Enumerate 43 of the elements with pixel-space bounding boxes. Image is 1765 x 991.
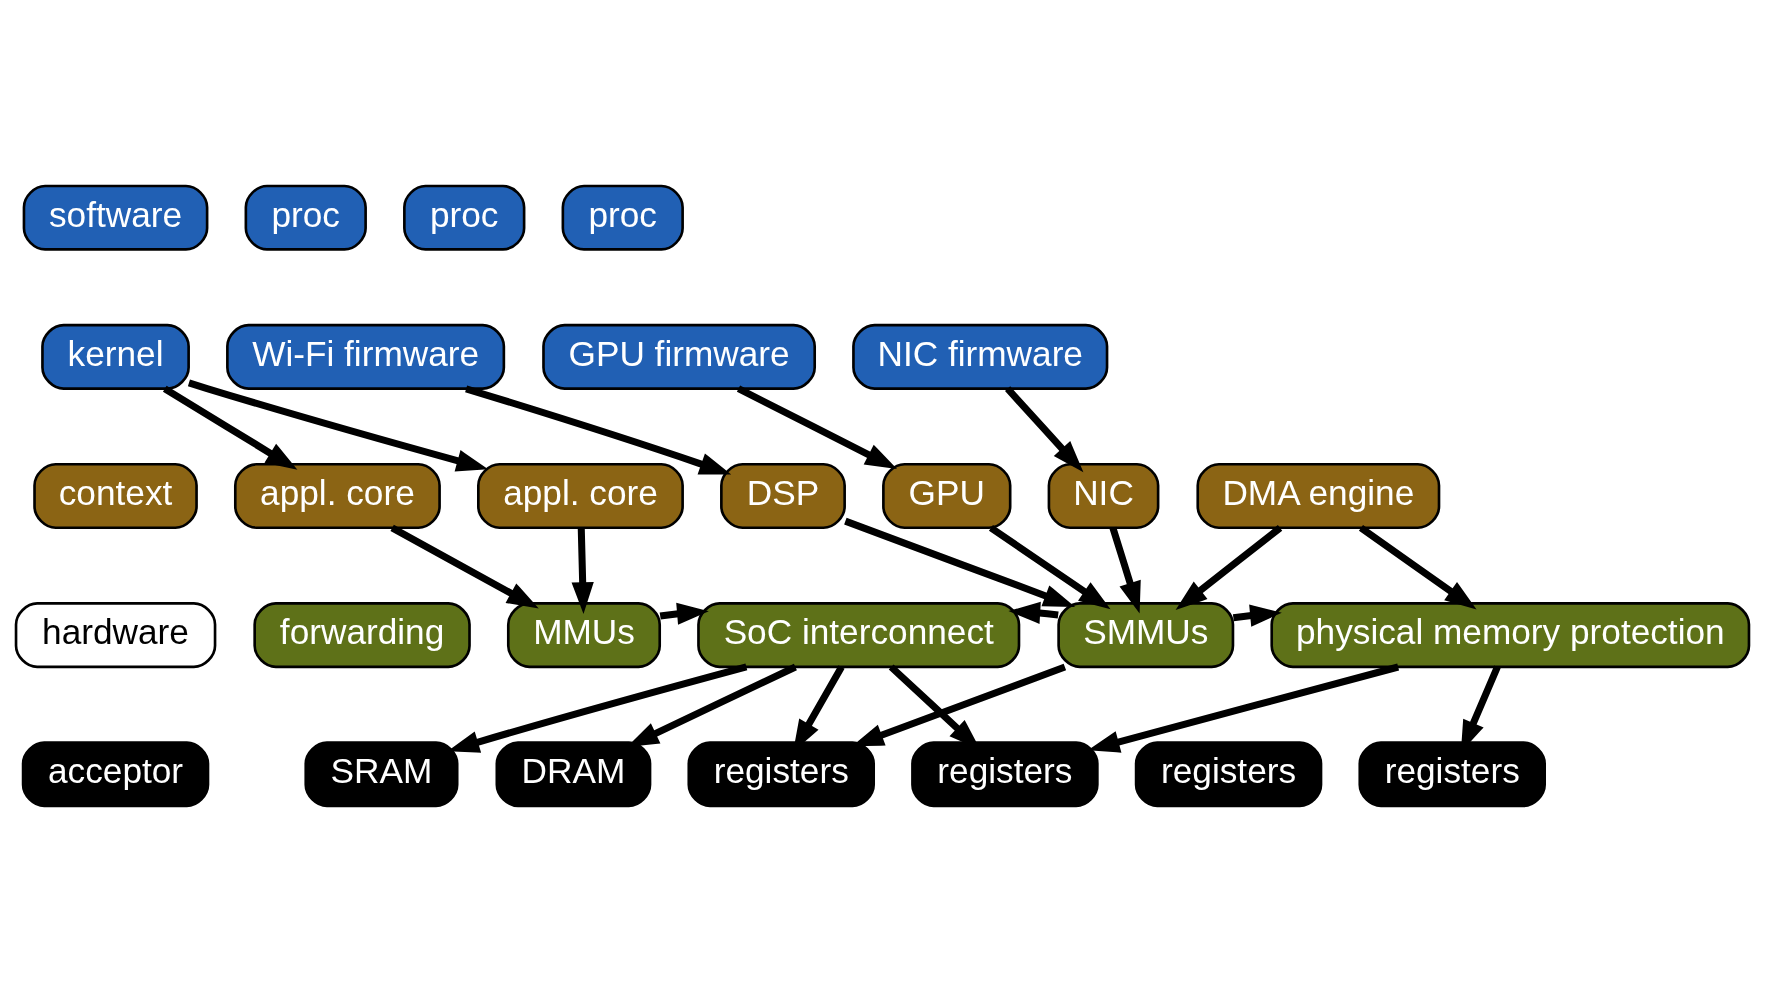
- node-box: forwarding: [253, 601, 471, 668]
- arrow: [162, 385, 298, 470]
- node-box: proc: [244, 184, 367, 251]
- node-box: SMMUs: [1057, 601, 1235, 668]
- node-box: proc: [403, 184, 526, 251]
- arrow: [571, 527, 594, 614]
- node-box: acceptor: [21, 740, 210, 807]
- node-box: DMA engine: [1196, 462, 1441, 529]
- node-box: DRAM: [495, 740, 652, 807]
- node-box: SRAM: [304, 740, 459, 807]
- node-box: kernel: [41, 323, 190, 390]
- node-box: DSP: [720, 462, 846, 529]
- node-box: appl. core: [233, 462, 441, 529]
- arrow: [844, 517, 1076, 607]
- arrow: [1232, 604, 1282, 627]
- node-box: software: [22, 184, 209, 251]
- arrow: [1175, 524, 1283, 610]
- node-box: GPU firmware: [542, 323, 817, 390]
- node-box: hardware: [14, 601, 217, 668]
- node-box: NIC: [1047, 462, 1160, 529]
- arrow: [1008, 601, 1059, 624]
- node-box: proc: [561, 184, 684, 251]
- arrow: [390, 524, 539, 608]
- node-box: SoC interconnect: [697, 601, 1021, 668]
- arrow: [187, 379, 489, 471]
- node-box: GPU: [882, 462, 1012, 529]
- arrow: [1358, 524, 1477, 609]
- node-box: registers: [687, 740, 875, 807]
- node-box: registers: [1358, 740, 1546, 807]
- node-box: registers: [1134, 740, 1323, 807]
- node-box: registers: [911, 740, 1099, 807]
- arrow: [988, 524, 1111, 609]
- arrow: [1109, 526, 1141, 614]
- arrow: [659, 602, 709, 625]
- node-box: NIC firmware: [852, 323, 1109, 390]
- arrow: [736, 385, 898, 469]
- arrow: [1005, 385, 1084, 472]
- node-box: appl. core: [477, 462, 684, 529]
- node-box: Wi-Fi firmware: [226, 323, 506, 390]
- node-box: MMUs: [506, 601, 662, 668]
- node-box: physical memory protection: [1270, 601, 1751, 668]
- arrow: [465, 384, 732, 475]
- node-box: context: [33, 462, 198, 529]
